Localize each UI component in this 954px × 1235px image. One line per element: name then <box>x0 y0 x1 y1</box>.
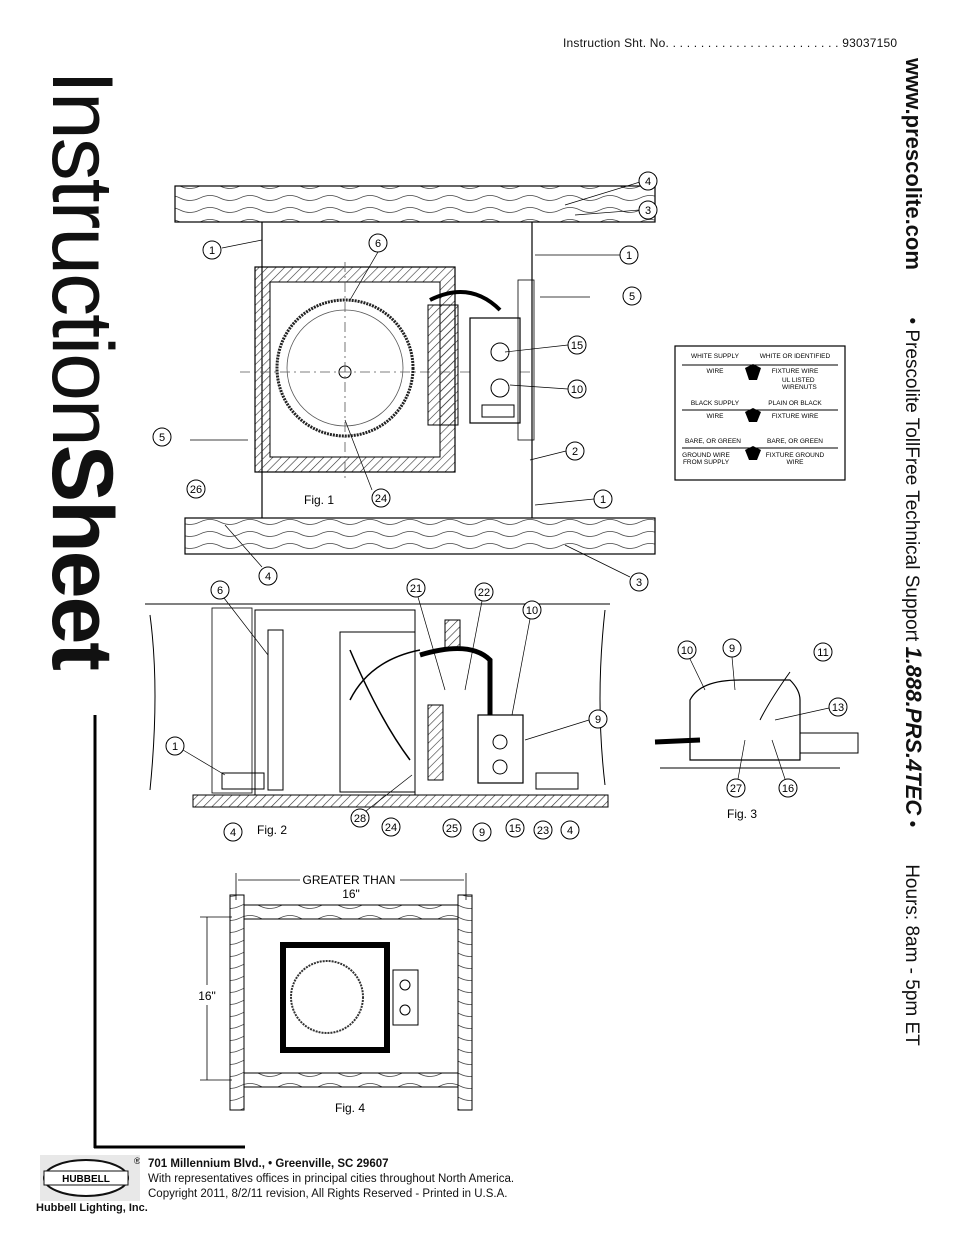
junction-box <box>469 317 521 424</box>
svg-text:5: 5 <box>159 432 165 444</box>
footer-line2: With representatives offices in principa… <box>148 1173 515 1185</box>
svg-text:21: 21 <box>410 583 422 595</box>
svg-text:FIXTURE WIRE: FIXTURE WIRE <box>772 368 819 375</box>
svg-text:10: 10 <box>526 605 538 617</box>
sheet-number: Instruction Sht. No. . . . . . . . . . .… <box>563 36 898 50</box>
svg-text:WHITE SUPPLY: WHITE SUPPLY <box>691 353 740 360</box>
callouts-fig3: 10 9 11 13 27 16 Fig. 3 <box>677 638 848 821</box>
footer-line3: Copyright 2011, 8/2/11 revision, All Rig… <box>148 1188 508 1200</box>
figure-1 <box>174 185 656 555</box>
svg-text:26: 26 <box>190 484 202 496</box>
svg-text:FIXTURE WIRE: FIXTURE WIRE <box>772 413 819 420</box>
fig3-label: Fig. 3 <box>727 807 757 821</box>
svg-text:9: 9 <box>729 643 735 655</box>
hubbell-logo: HUBBELL ® <box>40 1155 140 1201</box>
svg-text:BARE, OR GREEN: BARE, OR GREEN <box>685 438 741 445</box>
svg-text:25: 25 <box>446 823 458 835</box>
svg-text:27: 27 <box>730 783 742 795</box>
svg-text:1: 1 <box>209 245 215 257</box>
figure-4: GREATER THAN 16" 16" Fig. 4 <box>198 873 473 1115</box>
wiring-legend: WHITE SUPPLY WHITE OR IDENTIFIED WIRE FI… <box>674 345 846 481</box>
title-bracket <box>93 715 245 1149</box>
svg-text:10: 10 <box>571 384 583 396</box>
svg-text:1: 1 <box>600 494 606 506</box>
svg-text:16: 16 <box>782 783 794 795</box>
svg-text:UL LISTED: UL LISTED <box>782 377 815 384</box>
joist-top <box>174 185 656 223</box>
svg-text:FIXTURE GROUND: FIXTURE GROUND <box>766 452 825 459</box>
fig4-dim-width: GREATER THAN <box>303 873 396 887</box>
svg-text:10: 10 <box>681 645 693 657</box>
svg-text:1: 1 <box>626 250 632 262</box>
svg-text:6: 6 <box>217 585 223 597</box>
fig4-dim-width-2: 16" <box>342 887 360 901</box>
svg-text:FROM SUPPLY: FROM SUPPLY <box>683 459 730 466</box>
svg-text:1: 1 <box>172 741 178 753</box>
svg-text:WHITE OR IDENTIFIED: WHITE OR IDENTIFIED <box>760 353 831 360</box>
svg-text:9: 9 <box>595 714 601 726</box>
svg-text:15: 15 <box>509 823 521 835</box>
fig4-dim-height: 16" <box>198 989 216 1003</box>
svg-text:2: 2 <box>572 446 578 458</box>
svg-text:15: 15 <box>571 340 583 352</box>
footer: 701 Millennium Blvd., • Greenville, SC 2… <box>148 1157 514 1202</box>
svg-text:11: 11 <box>817 647 828 659</box>
svg-text:13: 13 <box>832 702 844 714</box>
figure-2 <box>145 603 610 808</box>
fig1-label: Fig. 1 <box>304 493 334 507</box>
svg-text:28: 28 <box>354 813 366 825</box>
svg-text:4: 4 <box>230 827 236 839</box>
svg-text:4: 4 <box>567 825 573 837</box>
figure-3 <box>654 671 859 769</box>
svg-text:4: 4 <box>645 176 651 188</box>
svg-text:GROUND WIRE: GROUND WIRE <box>682 452 730 459</box>
svg-text:22: 22 <box>478 587 490 599</box>
svg-text:3: 3 <box>645 205 651 217</box>
svg-text:23: 23 <box>537 825 549 837</box>
svg-text:PLAIN OR BLACK: PLAIN OR BLACK <box>768 400 822 407</box>
svg-text:HUBBELL: HUBBELL <box>62 1174 110 1185</box>
callouts-fig1: 1 4 3 1 6 5 15 10 5 2 26 24 1 4 3 Fig. 1 <box>152 171 658 592</box>
svg-text:®: ® <box>134 1156 140 1166</box>
joist-bottom <box>184 517 656 555</box>
fig2-label: Fig. 2 <box>257 823 287 837</box>
svg-text:BARE, OR GREEN: BARE, OR GREEN <box>767 438 823 445</box>
svg-text:24: 24 <box>375 493 387 505</box>
svg-text:WIRE: WIRE <box>707 413 725 420</box>
svg-text:WIRENUTS: WIRENUTS <box>782 384 817 391</box>
svg-text:6: 6 <box>375 238 381 250</box>
footer-address: 701 Millennium Blvd., • Greenville, SC 2… <box>148 1158 389 1170</box>
company-name: Hubbell Lighting, Inc. <box>36 1202 148 1214</box>
svg-text:3: 3 <box>636 577 642 589</box>
svg-text:24: 24 <box>385 822 397 834</box>
svg-text:9: 9 <box>479 827 485 839</box>
fig4-label: Fig. 4 <box>335 1101 365 1115</box>
callouts-fig2: 6 21 22 10 9 1 4 28 24 25 9 15 23 4 Fig.… <box>165 578 608 842</box>
svg-text:WIRE: WIRE <box>707 368 725 375</box>
svg-text:WIRE: WIRE <box>787 459 805 466</box>
svg-text:5: 5 <box>629 291 635 303</box>
svg-text:BLACK SUPPLY: BLACK SUPPLY <box>691 400 740 407</box>
svg-text:4: 4 <box>265 571 271 583</box>
